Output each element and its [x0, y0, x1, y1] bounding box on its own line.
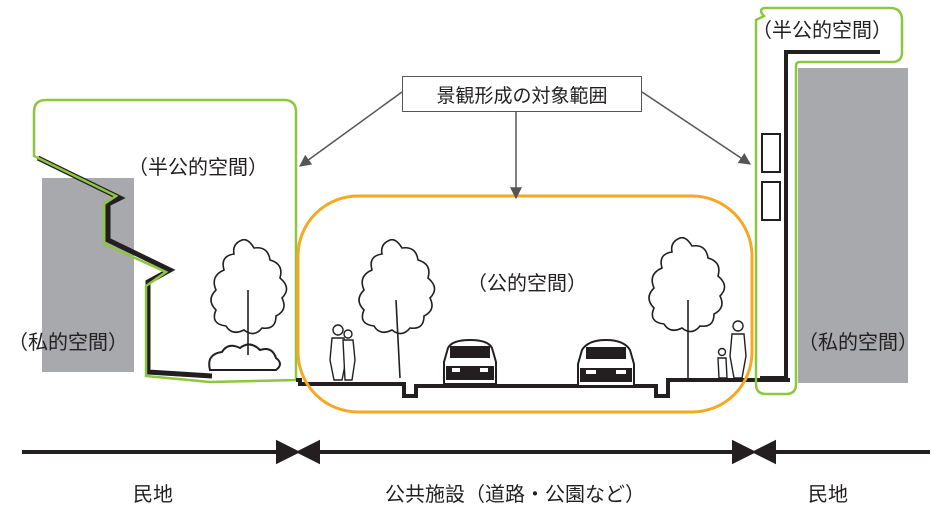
label-private-left: （私的空間） — [8, 330, 128, 354]
private-building-left — [42, 178, 134, 372]
label-public: （公的空間） — [467, 271, 587, 295]
tree-icon — [210, 238, 288, 355]
scope-callout: 景観形成の対象範囲 — [402, 76, 642, 112]
window-icon — [761, 181, 781, 221]
right-building-structure — [760, 50, 880, 380]
left-house-structure — [36, 155, 213, 379]
road-profile — [296, 378, 790, 398]
car-icon — [443, 338, 497, 385]
arrow-icon — [299, 91, 403, 167]
window-icon — [761, 133, 781, 173]
tree-icon — [648, 236, 726, 378]
arrow-icon — [641, 91, 751, 165]
semi-public-outline-left — [32, 98, 298, 384]
label-semi-public-left: （半公的空間） — [128, 155, 268, 179]
private-building-right — [798, 68, 908, 383]
extent-bar — [22, 439, 930, 465]
tree-icon — [358, 238, 436, 379]
semi-public-outline-right — [754, 6, 904, 396]
person-icon — [717, 320, 747, 379]
car-icon — [577, 338, 635, 387]
public-space-outline — [296, 194, 754, 414]
label-private-right: （私的空間） — [798, 330, 918, 354]
label-semi-public-right: （半公的空間） — [752, 18, 892, 42]
bottom-label-left: 民地 — [133, 482, 173, 506]
person-icon — [329, 324, 356, 381]
bottom-label-right: 民地 — [808, 482, 848, 506]
bottom-label-center: 公共施設（道路・公園など） — [385, 482, 645, 506]
shrub-icon — [208, 343, 281, 371]
